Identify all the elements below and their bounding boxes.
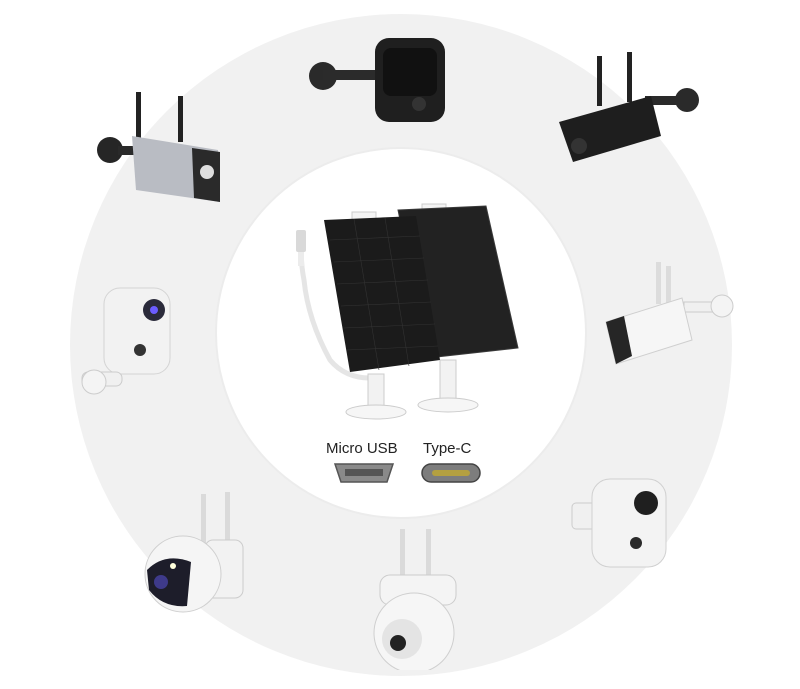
solar-panel-icon xyxy=(296,203,519,420)
white-cube-camera-icon xyxy=(81,287,171,395)
white-ptz-camera-icon-2 xyxy=(144,492,244,613)
silver-bullet-camera-icon xyxy=(97,92,220,202)
micro-usb-port-icon xyxy=(333,463,395,483)
white-cube-camera-icon-2 xyxy=(571,478,667,568)
type-c-label: Type-C xyxy=(423,440,472,457)
white-bullet-camera-icon xyxy=(605,262,734,365)
black-bullet-camera-icon xyxy=(559,52,699,162)
white-ptz-camera-icon xyxy=(373,529,457,670)
black-cube-camera-icon xyxy=(309,38,445,122)
micro-usb-label: Micro USB xyxy=(326,440,398,457)
usb-c-port-icon xyxy=(421,463,481,483)
